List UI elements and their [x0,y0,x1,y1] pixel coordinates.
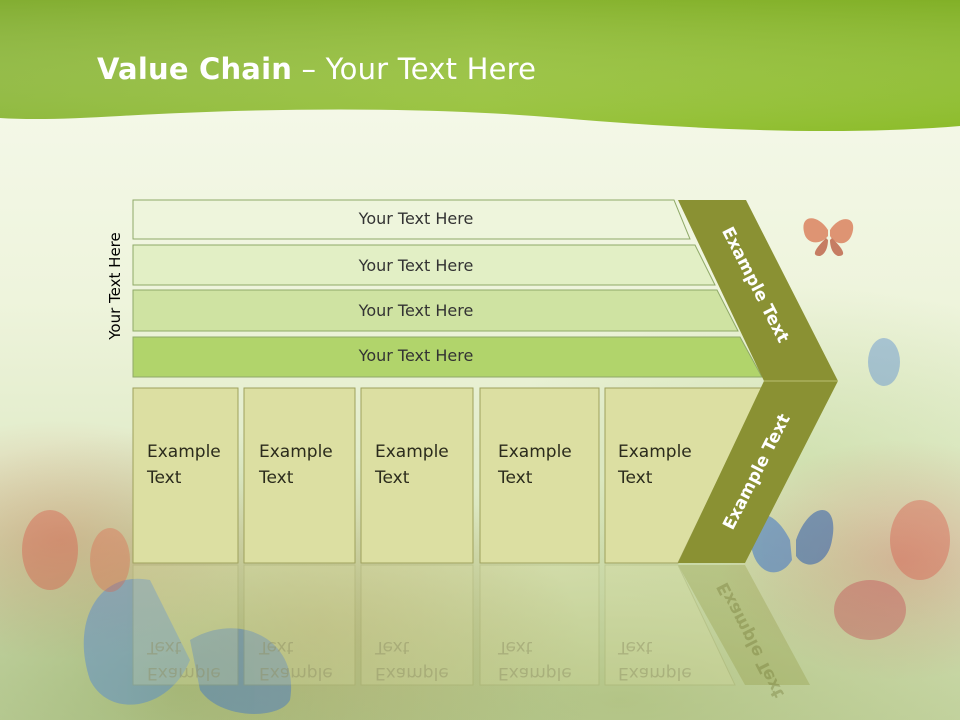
tulip-right-icon [834,500,950,640]
bar-label-2: Your Text Here [358,256,474,275]
bar-1 [132,199,691,240]
box-reflection-label-5: Example Text [618,634,718,686]
box-reflection-2-line2: Text [259,637,294,657]
box-reflection-label-4: Example Text [498,634,598,686]
box-reflection-1-line2: Text [147,637,182,657]
butterfly-blue-right-icon [868,338,900,386]
box-reflection-3-line1: Example [375,663,449,683]
box-label-1-line1: Example [147,442,221,462]
tulip-left-icon [22,510,130,592]
box-1 [132,387,239,564]
box-label-2-line2: Text [259,468,294,488]
box-reflection-label-3: Example Text [375,634,475,686]
box-reflection-1-line1: Example [147,663,221,683]
box-label-5-line2: Text [618,468,653,488]
box-label-3-line1: Example [375,442,449,462]
box-label-4-line1: Example [498,442,572,462]
box-reflections [132,564,810,686]
box-reflection-label-1: Example Text [147,634,247,686]
box-label-2-line1: Example [259,442,333,462]
box-reflection-label-2: Example Text [259,634,359,686]
box-reflection-2-line1: Example [259,663,333,683]
bar-3 [132,289,739,332]
bar-label-1: Your Text Here [358,209,474,228]
box-reflection-3-line2: Text [375,637,410,657]
box-reflection-5-line2: Text [618,637,653,657]
bar-2 [132,244,716,286]
box-label-5-line1: Example [618,442,692,462]
side-label: Your Text Here [106,232,124,340]
box-2 [243,387,356,564]
title-rest: – Your Text Here [292,52,537,86]
bar-label-3: Your Text Here [358,301,474,320]
box-4 [479,387,600,564]
page-title: Value Chain – Your Text Here [97,52,536,86]
box-label-3-line2: Text [375,468,410,488]
box-reflection-4-line1: Example [498,663,572,683]
bar-4 [132,336,763,378]
box-reflection-4-line2: Text [498,637,533,657]
bar-label-4: Your Text Here [358,346,474,365]
title-bold: Value Chain [97,52,293,86]
box-label-1-line2: Text [147,468,182,488]
box-reflection-5-line1: Example [618,663,692,683]
butterfly-top-right-icon [803,218,854,256]
header-band [0,0,960,132]
butterfly-blue-bottom-left-icon [83,578,292,714]
box-3 [360,387,474,564]
box-label-4-line2: Text [498,468,533,488]
